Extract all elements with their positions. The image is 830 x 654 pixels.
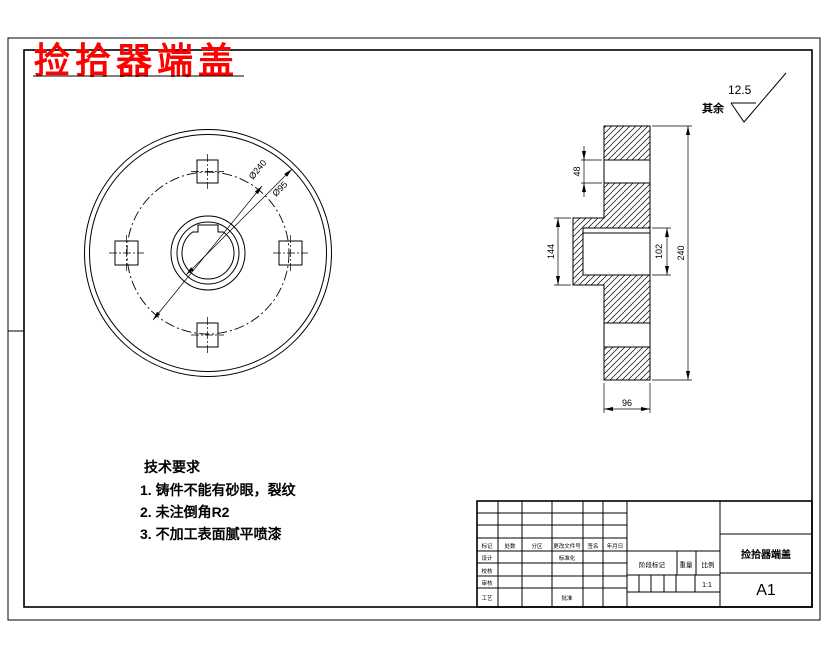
tech-req-item: 3. 不加工表面腻平喷漆 — [140, 526, 282, 542]
title-block-main-dividers — [626, 501, 721, 607]
middle-section-lines — [627, 550, 720, 593]
dim-label-bore: Ø95 — [270, 179, 289, 198]
dim-label-bolt-circle: Ø240 — [247, 158, 269, 181]
dim-label-102: 102 — [654, 244, 664, 259]
dim-label-144: 144 — [546, 244, 556, 259]
outer-circle-inner — [89, 134, 327, 372]
tech-requirements: 技术要求 1. 铸件不能有砂眼，裂纹 2. 未注倒角R2 3. 不加工表面腻平喷… — [140, 459, 297, 542]
hatch-region — [573, 275, 650, 285]
hatch-region — [604, 126, 650, 160]
label-zone: 分区 — [531, 542, 543, 550]
left-grid-rows — [477, 512, 627, 589]
bore-edges — [582, 227, 650, 276]
dim-line-bolt-circle — [152, 185, 263, 321]
label-change-file-no: 更改文件号 — [553, 542, 581, 550]
border-frame — [7, 37, 821, 621]
tech-req-heading: 技术要求 — [144, 459, 201, 475]
title-block: 标记 处数 分区 更改文件号 签名 年月日 设计 标准化 校核 审核 工艺 批准… — [476, 500, 813, 608]
label-mark: 标记 — [481, 542, 493, 550]
tech-req-item: 1. 铸件不能有砂眼，裂纹 — [140, 482, 297, 498]
hatch-region — [573, 218, 604, 228]
label-signature: 签名 — [587, 542, 598, 550]
section-outline — [572, 125, 651, 381]
roughness-check-icon — [730, 72, 787, 123]
section-view: 48 144 102 240 96 — [546, 125, 692, 413]
dim-label-48: 48 — [572, 166, 582, 176]
label-scale: 比例 — [702, 560, 715, 569]
label-standardize: 标准化 — [559, 554, 576, 562]
hatch-region — [604, 347, 650, 380]
label-date: 年月日 — [607, 542, 624, 550]
label-process: 工艺 — [481, 595, 493, 602]
scale-value: 1:1 — [702, 582, 712, 589]
hatch-region — [573, 228, 583, 275]
tech-req-item: 2. 未注倒角R2 — [140, 504, 230, 520]
roughness-value: 12.5 — [728, 83, 752, 97]
surface-roughness-symbol: 其余 12.5 — [702, 72, 787, 123]
hatch-region — [604, 183, 650, 228]
label-stage-mark: 阶段标记 — [639, 560, 666, 569]
drawing-title-group: 捡拾器端盖 — [33, 41, 244, 81]
label-check: 校核 — [481, 567, 493, 575]
dim-144-ext — [554, 217, 571, 286]
dim-line-bore — [185, 168, 293, 276]
bolt-hole-edges — [604, 159, 650, 348]
label-design: 设计 — [481, 554, 493, 562]
dim-label-240: 240 — [676, 245, 686, 260]
label-weight: 重量 — [680, 561, 694, 569]
sheet-size: A1 — [756, 582, 776, 599]
outer-frame — [7, 37, 821, 621]
dim-label-96: 96 — [622, 398, 632, 408]
inner-frame — [23, 49, 813, 608]
outer-circle — [84, 129, 332, 377]
dim-240-ext — [652, 125, 692, 381]
page-title: 捡拾器端盖 — [34, 41, 239, 81]
right-section-lines — [720, 533, 812, 574]
hatch-region — [604, 285, 650, 323]
label-count: 处数 — [504, 542, 516, 550]
section-dimensions: 48 144 102 240 96 — [546, 125, 692, 413]
left-grid-columns — [497, 501, 604, 607]
label-approve: 批准 — [561, 594, 573, 602]
title-block-part-name: 捡拾器端盖 — [741, 548, 791, 561]
roughness-scope-label: 其余 — [702, 101, 725, 115]
front-view: Ø240 Ø95 — [84, 129, 332, 377]
label-review: 审核 — [481, 579, 493, 587]
title-block-frame — [476, 500, 813, 608]
